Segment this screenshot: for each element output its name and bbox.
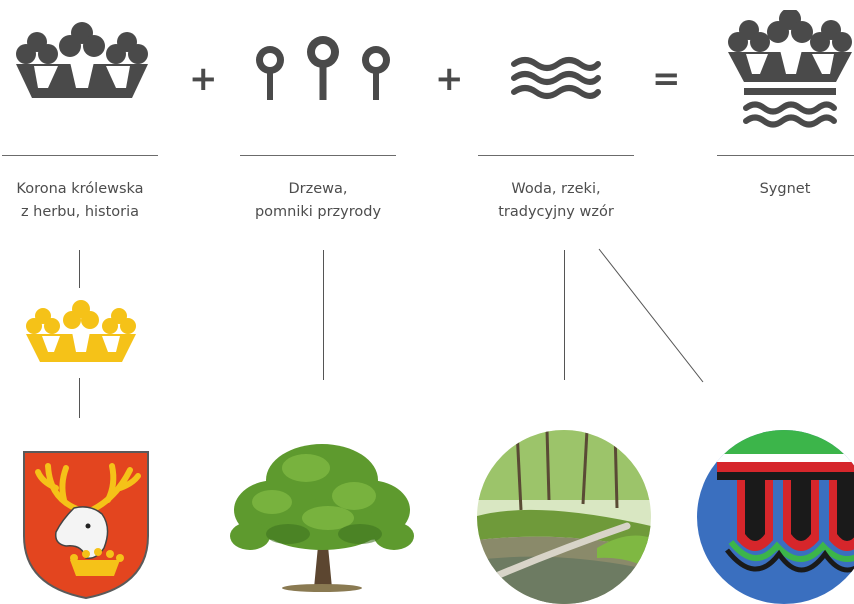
connector-water [564, 250, 565, 380]
divider-water [478, 155, 634, 156]
divider-sygnet [717, 155, 854, 156]
sygnet-symbol [722, 10, 854, 128]
oak-tree-icon [230, 444, 414, 592]
label-water-line2: tradycyjny wzór [498, 204, 614, 220]
connector-crown-bottom [79, 378, 80, 418]
sygnet-icon [728, 10, 852, 128]
tree-image [228, 438, 416, 597]
connector-trees [323, 250, 324, 380]
coat-of-arms-image [20, 448, 152, 604]
connector-pattern-diagonal [598, 248, 704, 383]
label-crown: Korona królewska z herbu, historia [0, 178, 160, 224]
yellow-crown-icon [26, 300, 136, 362]
equals-operator: = [652, 59, 681, 99]
crown-symbol [8, 22, 156, 102]
shield-deer-icon [23, 451, 149, 600]
river-photo [477, 430, 651, 604]
label-crown-line1: Korona królewska [16, 181, 144, 197]
label-crown-line2: z herbu, historia [20, 204, 140, 220]
label-trees-line1: Drzewa, [288, 181, 348, 197]
water-symbol [510, 54, 602, 100]
label-sygnet: Sygnet [710, 178, 854, 201]
divider-trees [240, 155, 396, 156]
plus-operator-2: + [435, 59, 464, 99]
trees-icon [256, 36, 390, 100]
water-waves-icon [511, 57, 601, 99]
crown-icon [16, 22, 148, 98]
label-water-line1: Woda, rzeki, [511, 181, 601, 197]
plus-operator-1: + [189, 59, 218, 99]
river-scene-icon [477, 430, 651, 604]
label-water: Woda, rzeki, tradycyjny wzór [476, 178, 636, 224]
connector-crown-top [79, 250, 80, 288]
yellow-crown-image [22, 300, 140, 372]
label-trees: Drzewa, pomniki przyrody [238, 178, 398, 224]
folk-pattern-photo [697, 430, 854, 604]
embroidery-pattern-icon [697, 430, 854, 604]
label-trees-line2: pomniki przyrody [254, 204, 382, 220]
trees-symbol [248, 34, 398, 104]
label-sygnet-text: Sygnet [759, 181, 811, 197]
divider-crown [2, 155, 158, 156]
